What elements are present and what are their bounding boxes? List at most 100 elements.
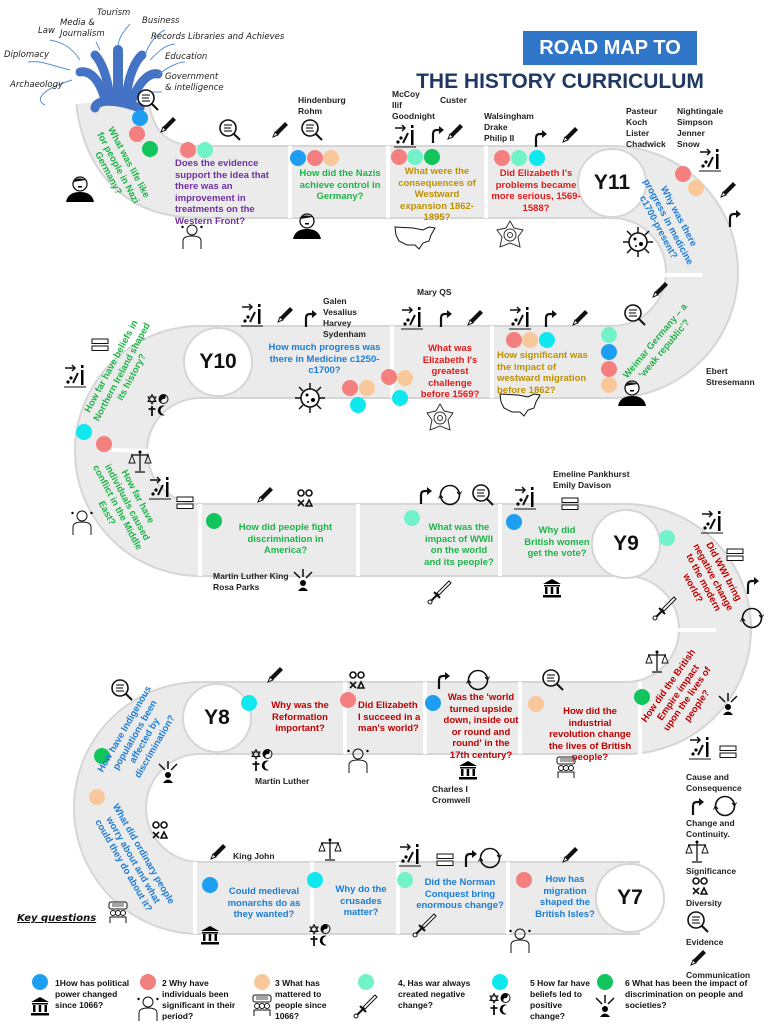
theme-dot-war (601, 327, 617, 343)
key-dot-discrimination (597, 974, 613, 990)
magnifier-icon (623, 303, 647, 327)
pencil-icon (264, 664, 286, 686)
theme-dot-individuals (96, 436, 112, 452)
road-question[interactable]: Did Elizabeth I succeed in a man's world… (358, 700, 421, 734)
scales-icon (685, 840, 709, 864)
road-question[interactable]: Did Elizabeth I's problems became more s… (491, 168, 581, 214)
pencil-icon (254, 484, 276, 506)
theme-dot-mattered (359, 380, 375, 396)
bank-icon (30, 996, 50, 1016)
road-question[interactable]: Why do the crusades matter? (335, 884, 387, 918)
cycle-icon (466, 668, 490, 692)
historical-figures: Custer (440, 95, 467, 105)
road-question[interactable]: How much progress was there in Medicine … (268, 342, 381, 376)
road-question[interactable]: How did people fight discrimination in A… (238, 522, 333, 556)
portrait-icon (291, 211, 323, 239)
historical-figures: Ebert Stresemann (706, 366, 755, 387)
arrow-icon (436, 671, 450, 689)
theme-dot-war (511, 150, 527, 166)
road-question[interactable]: How did the Nazis achieve control in Ger… (299, 168, 381, 202)
careers-fountain (75, 45, 163, 113)
road-question[interactable]: How did the industrial revolution change… (548, 706, 632, 763)
road-question[interactable]: What was the impact of WWII on the world… (424, 522, 494, 568)
career-label: Tourism (97, 8, 131, 18)
historical-figures: Hindenburg Rohm (298, 95, 346, 116)
theme-dot-individuals (506, 332, 522, 348)
religions-icon (147, 393, 169, 416)
scales-icon (318, 838, 342, 862)
theme-dot-mattered (688, 180, 704, 196)
theme-dot-war (197, 142, 213, 158)
road-question[interactable]: Did the Norman Conquest bring enormous c… (416, 877, 504, 911)
road-question[interactable]: Why was the Reformation important? (271, 700, 329, 734)
diversity-icon (349, 671, 366, 689)
theme-dot-individuals (307, 150, 323, 166)
portrait-icon (64, 174, 96, 202)
theme-dot-power (601, 344, 617, 360)
key-dot-war (358, 974, 374, 990)
cycle-icon (713, 794, 737, 818)
theme-dot-individuals (381, 369, 397, 385)
magnifier-icon (136, 88, 160, 112)
cause-icon (148, 476, 172, 500)
year-marker: Y8 (204, 706, 230, 729)
theme-dot-mattered (528, 696, 544, 712)
career-label: Education (165, 52, 208, 62)
key-dot-mattered (254, 974, 270, 990)
person-icon (508, 927, 532, 953)
career-label: Government & intelligence (165, 72, 224, 93)
key-dot-power (32, 974, 48, 990)
theme-dot-individuals (675, 166, 691, 182)
equal-icon (726, 548, 744, 562)
road-question[interactable]: What were the consequences of Westward e… (398, 166, 476, 223)
magnifier-icon (471, 483, 495, 507)
pencil-icon (157, 114, 179, 136)
cause-icon (63, 364, 87, 388)
pencil-icon (569, 307, 591, 329)
group-icon (251, 994, 273, 1018)
arrow-icon (463, 849, 477, 867)
pencil-icon (687, 947, 709, 969)
theme-dot-individuals (391, 149, 407, 165)
theme-dot-beliefs (76, 424, 92, 440)
pencil-icon (269, 119, 291, 141)
pencil-icon (464, 307, 486, 329)
equal-icon (91, 338, 109, 352)
rose-icon (495, 219, 525, 250)
sword-icon (652, 595, 678, 621)
theme-dot-beliefs (241, 695, 257, 711)
theme-dot-discrimination (206, 513, 222, 529)
road-question[interactable]: Was the 'world turned upside down, insid… (443, 692, 519, 761)
equal-icon (719, 745, 737, 759)
road-question[interactable]: What was Elizabeth I's greatest challeng… (420, 343, 480, 400)
pencil-icon (559, 124, 581, 146)
theme-dot-individuals (340, 692, 356, 708)
protest-icon (156, 760, 180, 784)
theme-dot-war (397, 872, 413, 888)
road-question[interactable]: How significant was the impact of westwa… (497, 350, 588, 396)
person-icon (180, 223, 204, 249)
key-question: 3 What has mattered to people since 1066… (275, 978, 327, 1021)
historical-figures: Charles I Cromwell (432, 784, 471, 805)
scales-icon (645, 650, 669, 674)
bank-icon (200, 925, 220, 945)
cause-icon (698, 148, 722, 172)
theme-dot-beliefs (529, 150, 545, 166)
theme-dot-mattered (323, 150, 339, 166)
theme-dot-mattered (522, 332, 538, 348)
theme-dot-power (290, 150, 306, 166)
road-question[interactable]: How has migration shaped the British Isl… (535, 874, 595, 920)
road-question[interactable]: Could medieval monarchs do as they wante… (227, 886, 301, 920)
key-dot-individuals (140, 974, 156, 990)
religions-icon (251, 748, 273, 771)
theme-dot-discrimination (94, 748, 110, 764)
theme-dot-individuals (516, 872, 532, 888)
road-question[interactable]: Does the evidence support the idea that … (175, 158, 269, 227)
equal-icon (561, 497, 579, 511)
career-label: Records Libraries and Achieves (151, 32, 285, 42)
religions-icon (489, 992, 511, 1015)
pencil-icon (274, 304, 296, 326)
historical-figures: Martin Luther (255, 776, 310, 786)
skill-label: Significance (686, 866, 737, 876)
road-question[interactable]: Why did British women get the vote? (524, 525, 590, 559)
